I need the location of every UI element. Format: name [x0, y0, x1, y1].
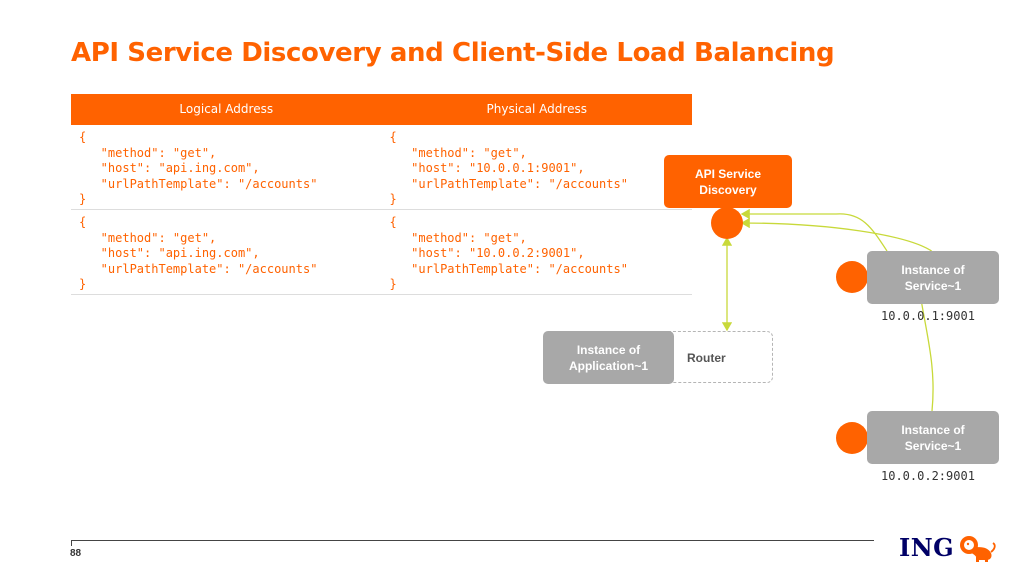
service2-node — [836, 422, 868, 454]
api-service-discovery-box: API Service Discovery — [664, 155, 792, 208]
application-instance-box: Instance of Application~1 — [543, 331, 674, 384]
page-number: 88 — [70, 548, 82, 559]
service1-instance-box: Instance of Service~1 — [867, 251, 999, 304]
service1-register-link — [740, 208, 888, 252]
header-physical-address: Physical Address — [486, 102, 587, 116]
logical-address-cell: { "method": "get", "host": "api.ing.com"… — [79, 215, 318, 291]
lion-icon — [960, 535, 996, 562]
header-logical-address: Logical Address — [179, 102, 274, 116]
discovery-node — [711, 207, 743, 239]
router-label: Router — [687, 351, 726, 365]
service2-instance-box: Instance of Service~1 — [867, 411, 999, 464]
ing-logo-text: ING — [899, 533, 955, 562]
service2-address: 10.0.0.2:9001 — [881, 469, 975, 483]
address-table: Logical Address Physical Address { "meth… — [71, 94, 692, 295]
physical-address-cell: { "method": "get", "host": "10.0.0.2:900… — [389, 215, 628, 291]
logical-address-cell: { "method": "get", "host": "api.ing.com"… — [79, 130, 318, 206]
footer-divider-tick — [71, 540, 72, 546]
table-header: Logical Address Physical Address — [71, 94, 692, 125]
service1-address: 10.0.0.1:9001 — [881, 309, 975, 323]
service1-node — [836, 261, 868, 293]
footer-divider — [71, 540, 874, 541]
table-row: { "method": "get", "host": "api.ing.com"… — [71, 125, 692, 210]
ing-logo: ING — [899, 533, 996, 562]
router-box — [668, 331, 773, 383]
table-row: { "method": "get", "host": "api.ing.com"… — [71, 210, 692, 295]
slide-title: API Service Discovery and Client-Side Lo… — [71, 38, 835, 68]
physical-address-cell: { "method": "get", "host": "10.0.0.1:900… — [389, 130, 628, 206]
